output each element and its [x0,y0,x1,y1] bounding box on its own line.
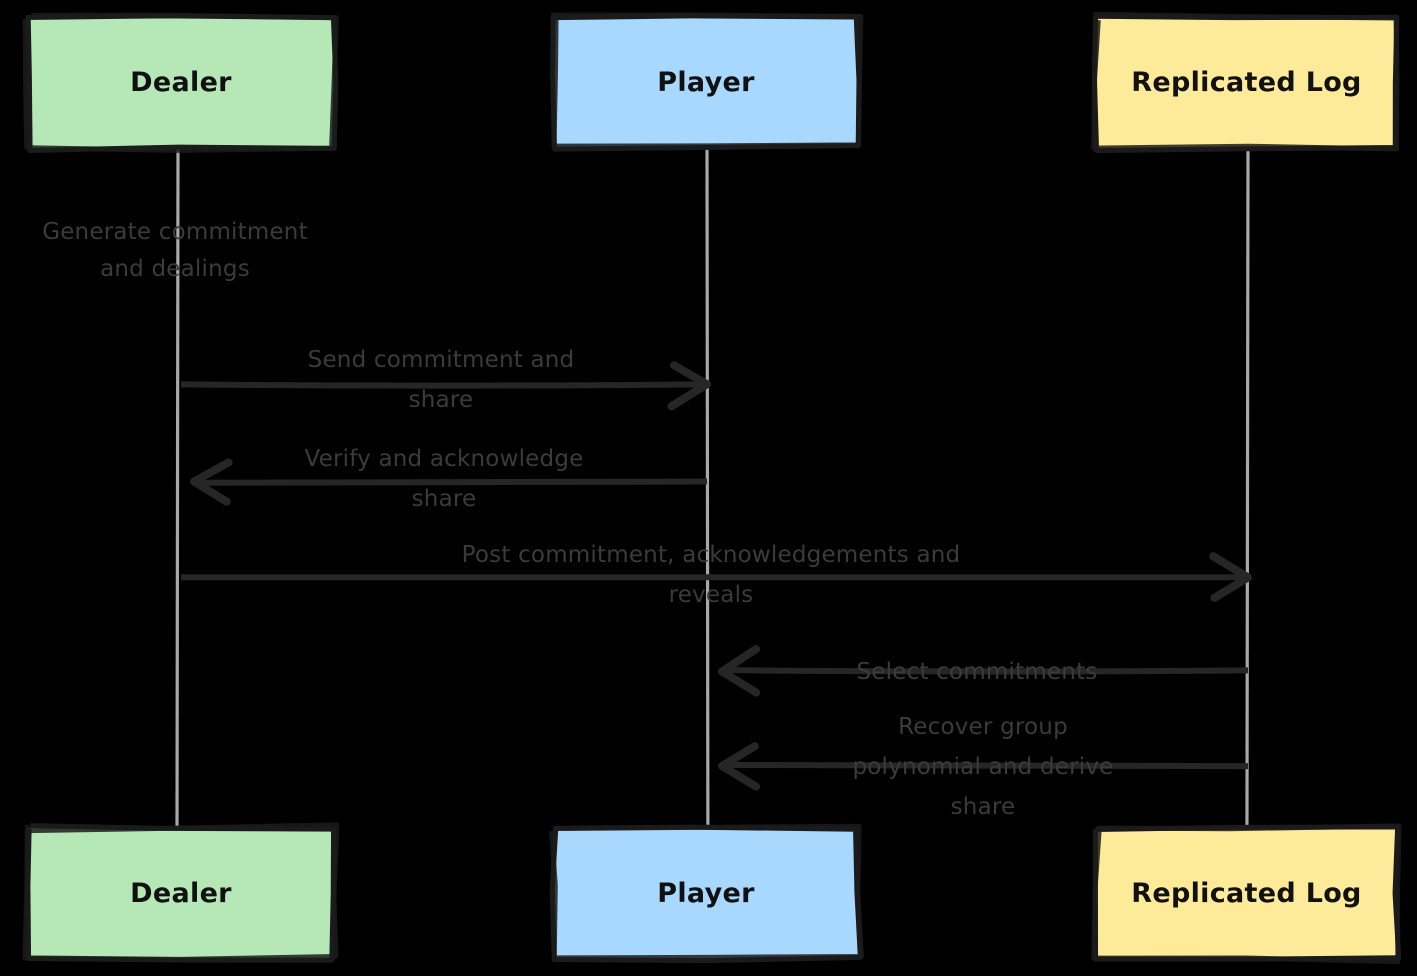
actor-box-border-2 [1091,11,1400,152]
message-arrowhead [718,645,761,697]
actor-box-player-bottom[interactable]: Player [548,823,864,964]
actor-label-player: Player [657,878,755,909]
message-line [180,574,1245,582]
actor-box-fill [554,17,858,148]
actor-label-dealer: Dealer [130,878,232,909]
actor-label-dealer: Dealer [130,67,232,98]
lifeline-replicated-log [1245,147,1250,829]
actor-label-replicated-log: Replicated Log [1131,67,1361,98]
lifelines-group [175,147,1250,829]
actor-box-fill [28,828,334,959]
message-line [197,478,708,486]
actor-box-border-2 [22,822,340,962]
message-arrowhead [1209,552,1252,602]
message-label: Select commitments [857,659,1098,685]
actor-box-player-top[interactable]: Player [550,12,864,152]
actor-box-border-2 [548,823,864,961]
actor-box-border-2 [1091,823,1402,965]
message-line [725,667,1249,675]
message-arrowhead [667,361,711,411]
actor-box-fill [1096,828,1397,959]
actor-box-dealer-bottom[interactable]: Dealer [22,822,340,963]
actor-label-player: Player [657,67,755,98]
actor-box-border-2 [22,12,339,153]
actor-box-fill [1096,17,1397,148]
actor-box-replicated-log-bottom[interactable]: Replicated Log [1091,823,1402,965]
actor-box-border-2 [551,12,864,149]
actor-box-fill [554,828,858,959]
lifeline-dealer [175,147,180,829]
actor-box-fill [28,17,334,148]
actor-box-replicated-log-top[interactable]: Replicated Log [1091,11,1400,153]
actor-label-replicated-log: Replicated Log [1131,878,1361,909]
message-arrowhead [190,458,233,506]
message-line [725,761,1249,770]
lifeline-player [705,147,710,829]
actor-box-dealer-top[interactable]: Dealer [22,12,339,154]
message-line [180,381,704,389]
message-msg-select-commitments[interactable]: Select commitments [718,645,1249,697]
message-arrowhead [718,742,761,791]
